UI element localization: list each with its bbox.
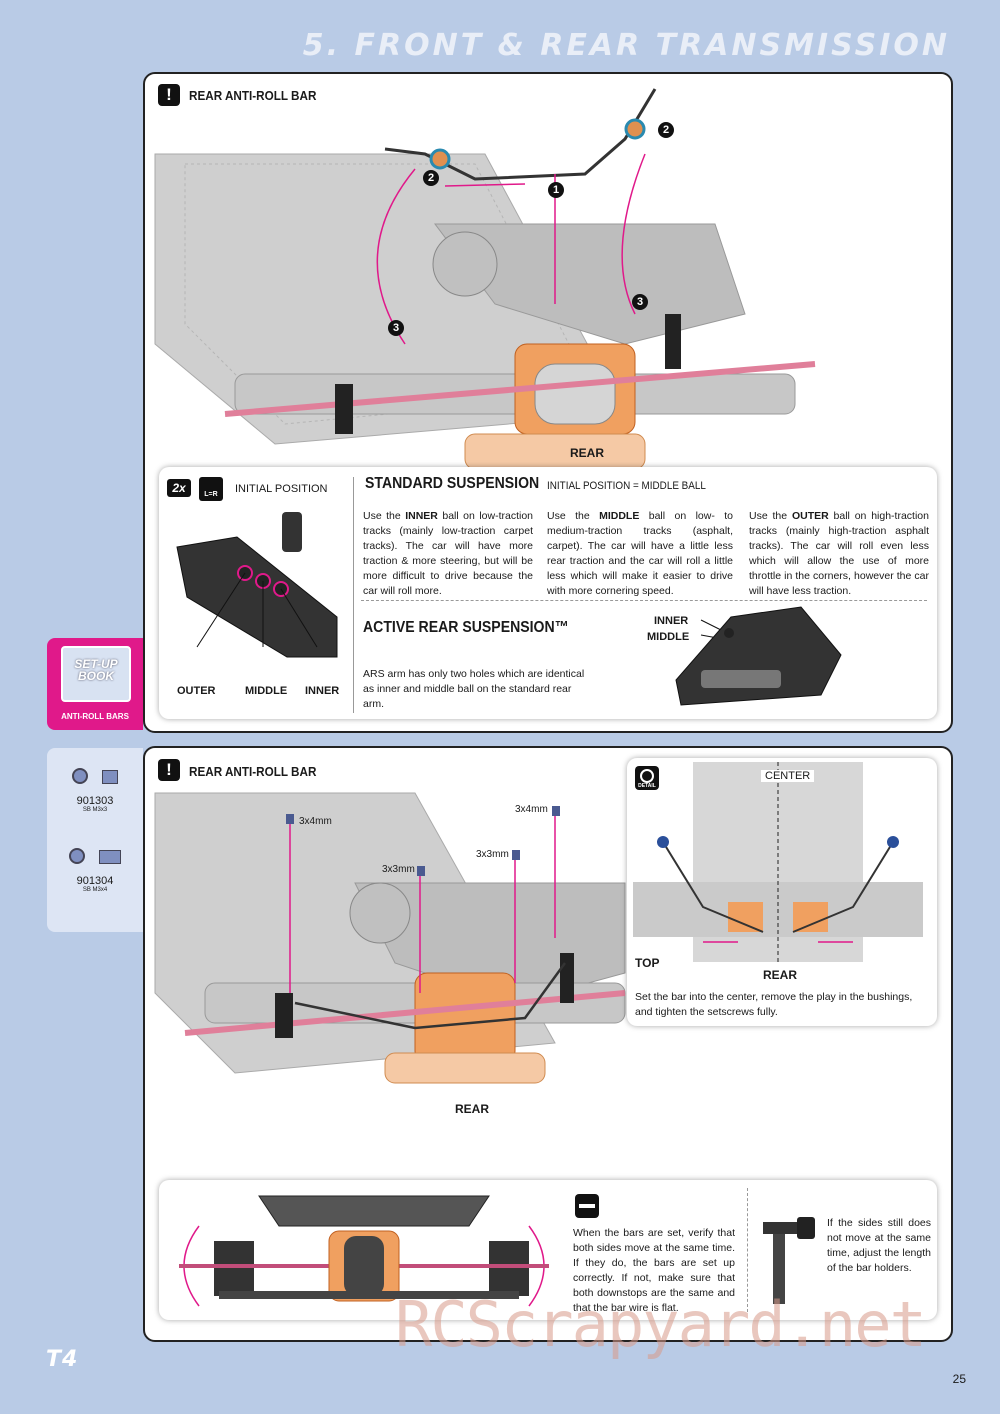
parts-tab: 901303 SB M3x3 901304 SB M3x4 — [47, 748, 143, 932]
top-label: TOP — [635, 956, 660, 970]
standard-title: STANDARD SUSPENSION — [365, 475, 540, 492]
screw-label: 3x3mm — [476, 849, 509, 860]
detail-illustration — [633, 762, 923, 962]
part-code: 901303 — [76, 795, 114, 807]
magnifier-icon — [640, 769, 654, 783]
arrows — [376, 153, 646, 345]
arm-illustration — [176, 512, 338, 658]
ball-label-inner: INNER — [305, 685, 340, 697]
vertical-divider — [747, 1188, 748, 1312]
vertical-divider — [353, 477, 354, 713]
detail-text: Set the bar into the center, remove the … — [635, 991, 913, 1018]
page-number: 25 — [952, 1372, 966, 1386]
screw-label: 3x3mm — [382, 864, 415, 875]
center-label: CENTER — [761, 770, 815, 782]
step-number: 3 — [632, 294, 648, 310]
setup-book-tab[interactable]: SET-UP BOOK ANTI-ROLL BARS — [47, 638, 143, 730]
ball-label-middle: MIDDLE — [245, 685, 288, 697]
check-icon — [575, 1194, 599, 1218]
screw-label: 3x4mm — [299, 816, 332, 827]
chassis-illustration — [154, 153, 816, 470]
screw-icon — [552, 806, 560, 816]
rear-label: REAR — [570, 446, 605, 460]
screw-icon — [286, 814, 294, 824]
step-number: 2 — [658, 122, 674, 138]
step-number: 3 — [388, 320, 404, 336]
col-outer: Use the OUTER ball on high-traction trac… — [749, 510, 929, 597]
section-title: REAR ANTI-ROLL BAR — [189, 764, 317, 779]
col-middle: Use the MIDDLE ball on low- to medium-tr… — [547, 510, 734, 597]
check-text: When the bars are set, verify that both … — [573, 1227, 735, 1314]
badge-lr: L=R — [199, 477, 223, 501]
screw-body-icon — [99, 850, 122, 864]
screw-icon — [417, 866, 425, 876]
t4-logo: T4 — [46, 1347, 79, 1372]
watermark: RCScrapyard.net — [395, 1288, 927, 1361]
check-card: When the bars are set, verify that both … — [159, 1180, 937, 1320]
screw-icon — [512, 850, 520, 860]
check-text-2: If the sides still does not move at the … — [827, 1217, 931, 1274]
screw-leader-lines — [289, 813, 556, 993]
part-item: 901304 SB M3x4 — [47, 848, 143, 893]
part-desc: SB M3x4 — [82, 887, 108, 893]
rear-label: REAR — [455, 1102, 490, 1116]
col-inner: Use the INNER ball on low-traction track… — [363, 510, 534, 597]
section-title: REAR ANTI-ROLL BAR — [189, 88, 317, 103]
ars-inner-label: INNER — [654, 615, 689, 627]
part-item: 901303 SB M3x3 — [47, 768, 143, 813]
detail-icon-label: DETAIL — [638, 783, 656, 789]
bottom-panel: ! REAR ANTI-ROLL BAR 3x4mm 3x4mm 3x3mm 3… — [143, 746, 953, 1342]
bar-holder-illustration — [763, 1217, 815, 1304]
initial-position-label: INITIAL POSITION — [235, 483, 328, 495]
step-number: 1 — [548, 182, 564, 198]
book-title: SET-UP BOOK — [74, 657, 118, 683]
setup-card: 2x L=R INITIAL POSITION OUTER MIDDLE INN… — [159, 467, 937, 719]
screw-head-icon — [71, 768, 88, 784]
screw-label: 3x4mm — [515, 804, 548, 815]
part-code: 901304 — [76, 875, 114, 887]
part-desc: SB M3x3 — [82, 807, 108, 813]
setup-tab-caption: ANTI-ROLL BARS — [61, 712, 129, 721]
warning-icon: ! — [158, 84, 180, 106]
standard-subtitle: INITIAL POSITION = MIDDLE BALL — [547, 480, 706, 492]
anti-roll-bar — [384, 88, 657, 181]
ars-middle-label: MIDDLE — [647, 631, 690, 643]
detail-rear-label: REAR — [763, 968, 798, 982]
badge-2x: 2x — [167, 479, 191, 497]
rear-view-illustration — [179, 1195, 549, 1307]
screw-body-icon — [102, 770, 119, 784]
screw-head-icon — [68, 848, 85, 864]
ars-arm-illustration — [675, 606, 842, 706]
chassis-illustration — [154, 792, 626, 1084]
ars-title: ACTIVE REAR SUSPENSION™ — [363, 619, 569, 636]
ball-label-outer: OUTER — [177, 685, 216, 697]
horizontal-divider — [361, 600, 927, 601]
warning-icon: ! — [158, 759, 180, 781]
detail-card: DETAIL CENTER TOP REAR Set the bar into … — [627, 758, 937, 1026]
arrow-icon — [579, 1204, 595, 1208]
ars-text: ARS arm has only two holes which are ide… — [363, 668, 585, 710]
page-title: 5. FRONT & REAR TRANSMISSION — [302, 28, 950, 63]
step-number: 2 — [423, 170, 439, 186]
detail-icon: DETAIL — [635, 766, 659, 790]
book-icon: SET-UP BOOK — [61, 646, 131, 702]
top-panel: ! REAR ANTI-ROLL BAR 1 2 2 3 3 REAR 2x L… — [143, 72, 953, 733]
